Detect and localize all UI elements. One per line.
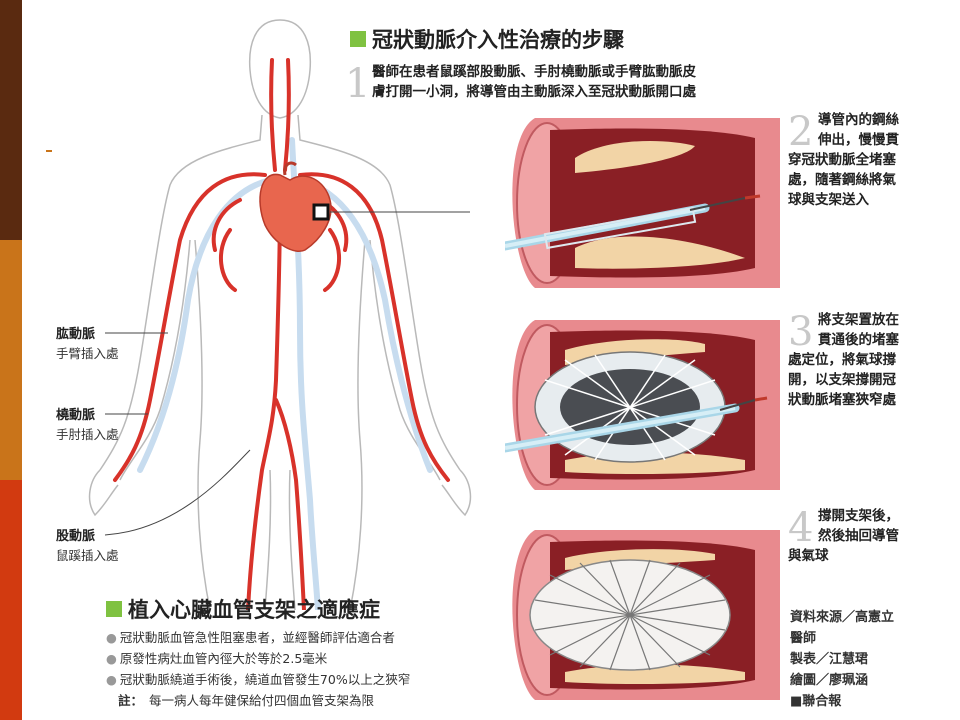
indication-item: ●冠狀動脈繞道手術後，繞道血管發生70%以上之狹窄 xyxy=(106,672,411,687)
step-2-number: 2 xyxy=(788,109,814,155)
indication-item: ●原發性病灶血管內徑大於等於2.5毫米 xyxy=(106,651,328,666)
step-4-text: 撐開支架後， 然後抽回導管 與氣球 xyxy=(788,508,899,564)
site-desc-femoral: 鼠蹊插入處 xyxy=(56,548,119,563)
step-1-text: 醫師在患者鼠蹊部股動脈、手肘橈動脈或手臂肱動脈皮 膚打開一小洞，將導管由主動脈深… xyxy=(372,64,696,100)
indication-item: ●冠狀動脈血管急性阻塞患者，並經醫師評估適合者 xyxy=(106,630,395,645)
bullet-icon: ● xyxy=(106,651,117,666)
credit-table: 製表／江慧珺 xyxy=(790,652,869,667)
accent-bar-top xyxy=(0,0,22,240)
human-body-illustration xyxy=(88,19,472,610)
site-desc-radial: 手肘插入處 xyxy=(56,427,119,442)
title-marker-icon xyxy=(106,601,122,617)
vessel-step2-illustration xyxy=(505,118,780,288)
main-title: 冠狀動脈介入性治療的步驟 xyxy=(350,24,624,54)
indications-note: 註：每一病人每年健保給付四個血管支架為限 xyxy=(118,693,375,708)
bullet-icon: ● xyxy=(106,630,117,645)
title-marker-icon xyxy=(350,31,366,47)
slide-marker xyxy=(46,150,52,152)
accent-bar-bottom xyxy=(0,480,22,720)
credit-source-cont: 醫師 xyxy=(790,631,817,646)
credit-publisher: ■聯合報 xyxy=(790,694,842,709)
site-label-femoral: 股動脈 xyxy=(56,529,96,544)
step-1-number: 1 xyxy=(345,61,371,107)
step-2-text: 導管內的鋼絲 伸出，慢慢貫 穿冠狀動脈全堵塞 處，隨著鋼絲將氣 球與支架送入 xyxy=(788,112,899,208)
credit-source: 資料來源／高憲立 xyxy=(790,610,895,625)
vessel-step4-illustration xyxy=(512,530,780,700)
vessel-step3-illustration xyxy=(505,320,780,490)
left-accent-bar xyxy=(0,0,22,720)
step-3-text: 將支架置放在 貫通後的堵塞 處定位，將氣球撐 開，以支架撐開冠 狀動脈堵塞狹窄處 xyxy=(788,312,899,408)
step-3-number: 3 xyxy=(788,309,814,355)
indications-title: 植入心臟血管支架之適應症 xyxy=(106,594,380,624)
site-label-brachial: 肱動脈 xyxy=(56,327,96,342)
site-desc-brachial: 手臂插入處 xyxy=(56,346,119,361)
heart-icon xyxy=(259,161,332,252)
site-label-radial: 橈動脈 xyxy=(56,408,96,423)
credit-drawing: 繪圖／廖珮涵 xyxy=(790,673,869,688)
bullet-icon: ● xyxy=(106,672,117,687)
step-4-number: 4 xyxy=(788,505,814,551)
accent-bar-middle xyxy=(0,240,22,480)
